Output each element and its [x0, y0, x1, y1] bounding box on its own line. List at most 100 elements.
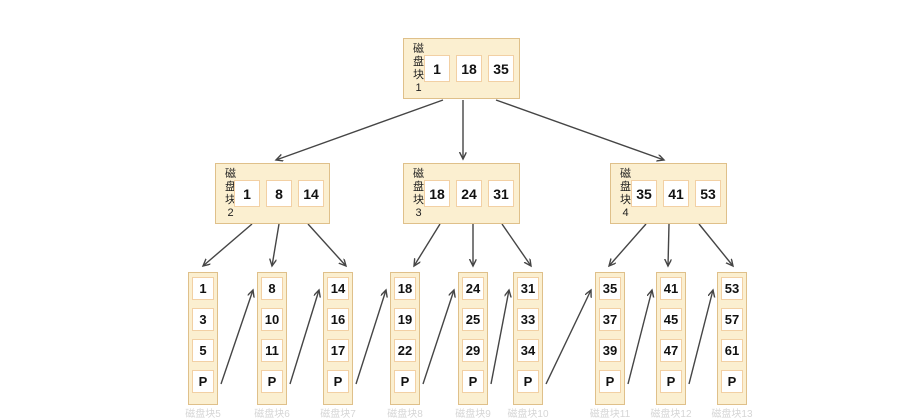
disk-block-3-number: 3	[415, 207, 422, 219]
leaf-caption-4: 磁盘块8	[387, 409, 423, 418]
disk-block-3-label: 磁盘块 3	[412, 168, 425, 220]
leaf-cell: 35	[599, 277, 621, 300]
disk-block-3: 磁盘块 3 18 24 31	[403, 163, 520, 224]
leaf-caption-7: 磁盘块11	[589, 409, 631, 418]
disk-block-1-keys: 1 18 35	[424, 55, 514, 82]
edge-leaf2-leaf3	[289, 290, 319, 385]
leaf-cell: 57	[721, 308, 743, 331]
edge-leaf1-leaf2	[220, 290, 253, 385]
key-cell: 35	[631, 180, 657, 207]
key-cell: 18	[456, 55, 482, 82]
leaf-block-4: 18 19 22 P	[390, 272, 420, 405]
disk-block-4-label: 磁盘块 4	[619, 168, 632, 220]
leaf-block-8: 41 45 47 P	[656, 272, 686, 405]
leaf-block-5: 24 25 29 P	[458, 272, 488, 405]
key-cell: 41	[663, 180, 689, 207]
key-cell: 24	[456, 180, 482, 207]
leaf-cell: 53	[721, 277, 743, 300]
edge-leaf8-leaf9	[688, 290, 713, 385]
leaf-pointer-cell: P	[660, 370, 682, 393]
leaf-cell: 45	[660, 308, 682, 331]
edge-b3-leaf4	[414, 223, 441, 266]
disk-block-2-number: 2	[227, 207, 234, 219]
leaf-cell: 37	[599, 308, 621, 331]
edge-leaf4-leaf5	[422, 290, 454, 385]
leaf-pointer-cell: P	[599, 370, 621, 393]
edge-leaf3-leaf4	[355, 290, 386, 385]
edge-b4-leaf8	[668, 223, 669, 266]
leaf-cell: 16	[327, 308, 349, 331]
leaf-caption-8: 磁盘块12	[650, 409, 692, 418]
leaf-cell: 47	[660, 339, 682, 362]
leaf-pointer-cell: P	[261, 370, 283, 393]
leaf-pointer-cell: P	[721, 370, 743, 393]
leaf-cell: 3	[192, 308, 214, 331]
leaf-cell: 17	[327, 339, 349, 362]
leaf-cell: 24	[462, 277, 484, 300]
leaf-caption-5: 磁盘块9	[455, 409, 491, 418]
leaf-caption-2: 磁盘块6	[254, 409, 290, 418]
leaf-cell: 8	[261, 277, 283, 300]
leaf-cell: 18	[394, 277, 416, 300]
key-cell: 14	[298, 180, 324, 207]
leaf-block-1: 1 3 5 P	[188, 272, 218, 405]
disk-block-3-keys: 18 24 31	[424, 180, 514, 207]
edge-b4-leaf9	[698, 223, 733, 266]
disk-block-1-number: 1	[415, 82, 422, 94]
leaf-cell: 61	[721, 339, 743, 362]
leaf-cell: 11	[261, 339, 283, 362]
edge-b2-leaf2	[272, 223, 280, 266]
disk-block-1-label: 磁盘块 1	[412, 43, 425, 95]
leaf-pointer-cell: P	[394, 370, 416, 393]
leaf-cell: 33	[517, 308, 539, 331]
key-cell: 8	[266, 180, 292, 207]
disk-block-4-keys: 35 41 53	[631, 180, 721, 207]
disk-block-2-keys: 1 8 14	[234, 180, 324, 207]
edge-b2-leaf1	[203, 223, 253, 266]
key-cell: 35	[488, 55, 514, 82]
leaf-cell: 25	[462, 308, 484, 331]
key-cell: 31	[488, 180, 514, 207]
leaf-cell: 34	[517, 339, 539, 362]
leaf-block-6: 31 33 34 P	[513, 272, 543, 405]
edge-leaf5-leaf6	[490, 290, 509, 385]
disk-block-2: 磁盘块 2 1 8 14	[215, 163, 330, 224]
leaf-caption-1: 磁盘块5	[185, 409, 221, 418]
leaf-pointer-cell: P	[462, 370, 484, 393]
leaf-cell: 39	[599, 339, 621, 362]
leaf-block-9: 53 57 61 P	[717, 272, 747, 405]
disk-block-4-number: 4	[622, 207, 629, 219]
leaf-cell: 1	[192, 277, 214, 300]
leaf-pointer-cell: P	[517, 370, 539, 393]
leaf-cell: 10	[261, 308, 283, 331]
disk-block-4-label-text: 磁盘块	[620, 168, 631, 206]
leaf-caption-3: 磁盘块7	[320, 409, 356, 418]
edge-root-b4	[495, 99, 664, 160]
edge-root-b2	[276, 99, 444, 160]
leaf-caption-9: 磁盘块13	[711, 409, 753, 418]
leaf-cell: 14	[327, 277, 349, 300]
leaf-pointer-cell: P	[327, 370, 349, 393]
edge-b2-leaf3	[307, 223, 346, 266]
key-cell: 1	[234, 180, 260, 207]
edge-b4-leaf7	[609, 223, 647, 266]
key-cell: 1	[424, 55, 450, 82]
leaf-cell: 41	[660, 277, 682, 300]
leaf-cell: 5	[192, 339, 214, 362]
disk-block-1: 磁盘块 1 1 18 35	[403, 38, 520, 99]
disk-block-2-label: 磁盘块 2	[224, 168, 237, 220]
leaf-caption-6: 磁盘块10	[507, 409, 549, 418]
leaf-cell: 31	[517, 277, 539, 300]
edge-leaf7-leaf8	[627, 290, 652, 385]
leaf-cell: 29	[462, 339, 484, 362]
leaf-cell: 19	[394, 308, 416, 331]
edge-leaf6-leaf7	[545, 290, 591, 385]
leaf-block-3: 14 16 17 P	[323, 272, 353, 405]
leaf-block-2: 8 10 11 P	[257, 272, 287, 405]
key-cell: 53	[695, 180, 721, 207]
edge-b3-leaf6	[501, 223, 531, 266]
leaf-block-7: 35 37 39 P	[595, 272, 625, 405]
leaf-pointer-cell: P	[192, 370, 214, 393]
